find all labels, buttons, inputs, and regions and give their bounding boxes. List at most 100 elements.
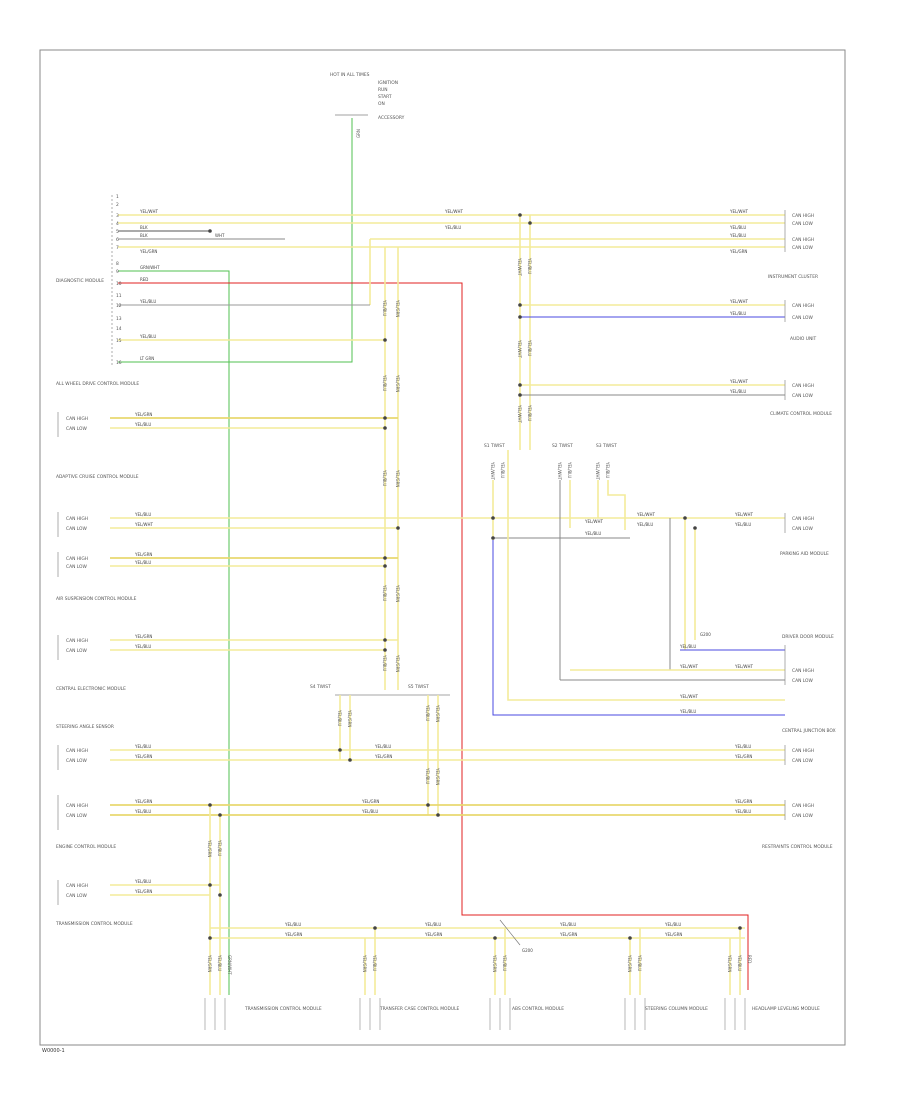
svg-text:G200: G200 xyxy=(700,632,711,637)
audio-pin-1: CAN HIGH xyxy=(792,303,814,309)
svg-text:YEL/BLU: YEL/BLU xyxy=(284,922,301,927)
wires xyxy=(110,118,785,995)
svg-text:6: 6 xyxy=(116,237,119,243)
susp-pin-2: CAN LOW xyxy=(66,564,87,570)
top-block-label-1: IGNITION xyxy=(378,80,398,86)
wire-cjb-feed-blue xyxy=(492,540,785,716)
svg-text:YEL/GRN: YEL/GRN xyxy=(134,889,152,894)
cjb-label: CENTRAL JUNCTION BOX xyxy=(782,728,836,734)
svg-text:YEL/GRN: YEL/GRN xyxy=(207,839,212,857)
svg-text:YEL/BLU: YEL/BLU xyxy=(737,954,742,971)
svg-text:YEL/WHT: YEL/WHT xyxy=(557,461,562,481)
svg-text:16: 16 xyxy=(116,360,122,366)
svg-text:YEL/GRN: YEL/GRN xyxy=(347,709,352,727)
ecm-pin-2: CAN LOW xyxy=(66,813,87,819)
svg-text:9: 9 xyxy=(116,269,119,275)
top-block-label-2: RUN xyxy=(378,87,388,93)
bottom-component-labels: TRANSMISSION CONTROL MODULE TRANSFER CAS… xyxy=(244,1006,820,1012)
ecm-pin-1: CAN HIGH xyxy=(66,803,88,809)
sas-label: STEERING ANGLE SENSOR xyxy=(56,724,114,730)
svg-text:4: 4 xyxy=(116,221,119,227)
awd-module-label: ALL WHEEL DRIVE CONTROL MODULE xyxy=(56,381,139,387)
red-power-wire xyxy=(118,282,749,990)
rcm-pin-2: CAN LOW xyxy=(792,813,813,819)
splice-labels: S1 TWIST S2 TWIST S3 TWIST S4 TWIST S5 T… xyxy=(310,443,617,690)
left-component-labels: DIAGNOSTIC MODULE ALL WHEEL DRIVE CONTRO… xyxy=(55,278,139,927)
svg-text:YEL/BLU: YEL/BLU xyxy=(502,954,507,971)
svg-text:YEL/BLU: YEL/BLU xyxy=(734,744,751,749)
svg-text:YEL/GRN: YEL/GRN xyxy=(374,754,392,759)
acc-pin-2: CAN LOW xyxy=(66,526,87,532)
svg-text:YEL/BLU: YEL/BLU xyxy=(134,644,151,649)
svg-text:YEL/GRN: YEL/GRN xyxy=(559,932,577,937)
svg-text:YEL/WHT: YEL/WHT xyxy=(636,512,656,517)
svg-text:YEL/GRN: YEL/GRN xyxy=(435,767,440,785)
svg-text:YEL/WHT: YEL/WHT xyxy=(517,339,522,359)
svg-text:YEL/GRN: YEL/GRN xyxy=(395,654,400,672)
svg-text:YEL/WHT: YEL/WHT xyxy=(595,461,600,481)
svg-text:YEL/BLU: YEL/BLU xyxy=(217,839,222,856)
svg-text:YEL/GRN: YEL/GRN xyxy=(362,954,367,972)
svg-text:YEL/BLU: YEL/BLU xyxy=(605,461,610,478)
svg-text:YEL/BLU: YEL/BLU xyxy=(139,299,156,304)
rcm-pin-1: CAN HIGH xyxy=(792,803,814,809)
svg-text:YEL/BLU: YEL/BLU xyxy=(559,922,576,927)
svg-text:YEL/BLU: YEL/BLU xyxy=(382,299,387,316)
svg-text:YEL/BLU: YEL/BLU xyxy=(139,334,156,339)
svg-text:YEL/BLU: YEL/BLU xyxy=(337,709,342,726)
svg-text:YEL/BLU: YEL/BLU xyxy=(134,879,151,884)
svg-text:8: 8 xyxy=(116,261,119,267)
svg-text:YEL/GRN: YEL/GRN xyxy=(435,704,440,722)
svg-text:YEL/WHT: YEL/WHT xyxy=(444,209,464,214)
top-block-label-5: ACCESSORY xyxy=(378,115,405,121)
svg-text:YEL/WHT: YEL/WHT xyxy=(729,299,749,304)
svg-text:YEL/BLU: YEL/BLU xyxy=(637,954,642,971)
vertical-wire-labels: YEL/BLU YEL/GRN YEL/BLU YEL/GRN YEL/BLU … xyxy=(207,257,752,975)
ic-pin-1: CAN HIGH xyxy=(792,213,814,219)
door-label: DRIVER DOOR MODULE xyxy=(782,634,834,640)
svg-text:YEL/GRN: YEL/GRN xyxy=(395,374,400,392)
ecm-label: ENGINE CONTROL MODULE xyxy=(56,844,116,850)
susp-pin-1: CAN HIGH xyxy=(66,556,88,562)
junction-dots xyxy=(208,213,742,940)
top-block-title: HOT IN ALL TIMES xyxy=(330,72,370,78)
svg-text:10: 10 xyxy=(116,281,122,287)
svg-text:YEL/GRN: YEL/GRN xyxy=(395,469,400,487)
tcm-pin-1: CAN HIGH xyxy=(66,883,88,889)
svg-text:LT GRN: LT GRN xyxy=(140,356,154,361)
svg-text:YEL/BLU: YEL/BLU xyxy=(382,374,387,391)
wire-cjb-feed xyxy=(507,450,785,701)
climate-pin-1: CAN HIGH xyxy=(792,383,814,389)
tcm-pin-2: CAN LOW xyxy=(66,893,87,899)
svg-text:YEL/BLU: YEL/BLU xyxy=(134,422,151,427)
svg-text:YEL/GRN: YEL/GRN xyxy=(134,552,152,557)
cem-pin-1: CAN HIGH xyxy=(66,638,88,644)
splice-s3: S3 TWIST xyxy=(596,443,617,449)
svg-text:BLK: BLK xyxy=(140,233,148,238)
svg-text:YEL/BLU: YEL/BLU xyxy=(729,389,746,394)
ic-pin-2: CAN LOW xyxy=(792,221,813,227)
svg-text:3: 3 xyxy=(116,213,119,219)
svg-text:13: 13 xyxy=(116,316,122,322)
svg-text:YEL/WHT: YEL/WHT xyxy=(134,522,154,527)
svg-text:YEL/BLU: YEL/BLU xyxy=(134,560,151,565)
svg-text:YEL/WHT: YEL/WHT xyxy=(734,512,754,517)
bottom-drops xyxy=(209,919,741,995)
svg-text:YEL/GRN: YEL/GRN xyxy=(424,932,442,937)
splice-s2: S2 TWIST xyxy=(552,443,573,449)
svg-text:WHT: WHT xyxy=(215,233,225,238)
left-connectors xyxy=(57,195,113,905)
svg-text:YEL/BLU: YEL/BLU xyxy=(500,461,505,478)
top-block-label-3: START xyxy=(378,94,392,100)
park-pin-1: CAN HIGH xyxy=(792,516,814,522)
sas-pin-1: CAN HIGH xyxy=(66,748,88,754)
bottom-hlm-label: HEADLAMP LEVELING MODULE xyxy=(752,1006,820,1012)
svg-text:YEL/BLU: YEL/BLU xyxy=(134,809,151,814)
svg-text:YEL/GRN: YEL/GRN xyxy=(734,754,752,759)
svg-text:YEL/BLU: YEL/BLU xyxy=(382,654,387,671)
svg-text:RED: RED xyxy=(140,277,148,282)
sas-pin-2: CAN LOW xyxy=(66,758,87,764)
svg-text:YEL/BLU: YEL/BLU xyxy=(374,744,391,749)
awd-pin-1: CAN HIGH xyxy=(66,416,88,422)
